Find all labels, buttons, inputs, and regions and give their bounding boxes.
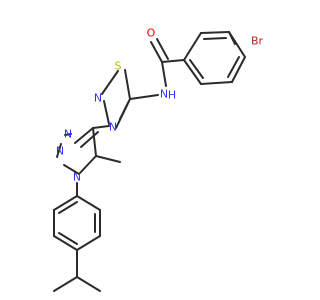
oxygen-atom-label: O — [147, 27, 156, 40]
bromophenyl-ring — [183, 31, 246, 85]
triazole-nitrogen-label-1: N — [73, 171, 81, 184]
triazole-ring — [56, 127, 99, 175]
bromine-atom-label: Br — [251, 35, 264, 48]
thiadiazole-sulfur-label: S — [115, 60, 122, 73]
thiadiazole-nitrogen-label-2: N — [94, 92, 102, 105]
amide-linkage — [129, 38, 185, 100]
molecule-structure-diagram: O Br N H S N N N N N — [0, 0, 300, 300]
thiadiazole-ring — [92, 69, 131, 129]
triazole-nitrogen-label-3: N — [64, 128, 72, 141]
background — [0, 0, 300, 300]
amide-hydrogen-label: H — [168, 89, 176, 102]
isopropylphenyl-ring — [53, 182, 101, 251]
triazole-nitrogen-label-2: N — [56, 145, 64, 158]
thiadiazole-nitrogen-label-4: N — [109, 121, 117, 134]
isopropyl-group — [53, 249, 101, 292]
methyl-group — [95, 155, 121, 163]
amide-nitrogen-label: N — [160, 88, 168, 101]
